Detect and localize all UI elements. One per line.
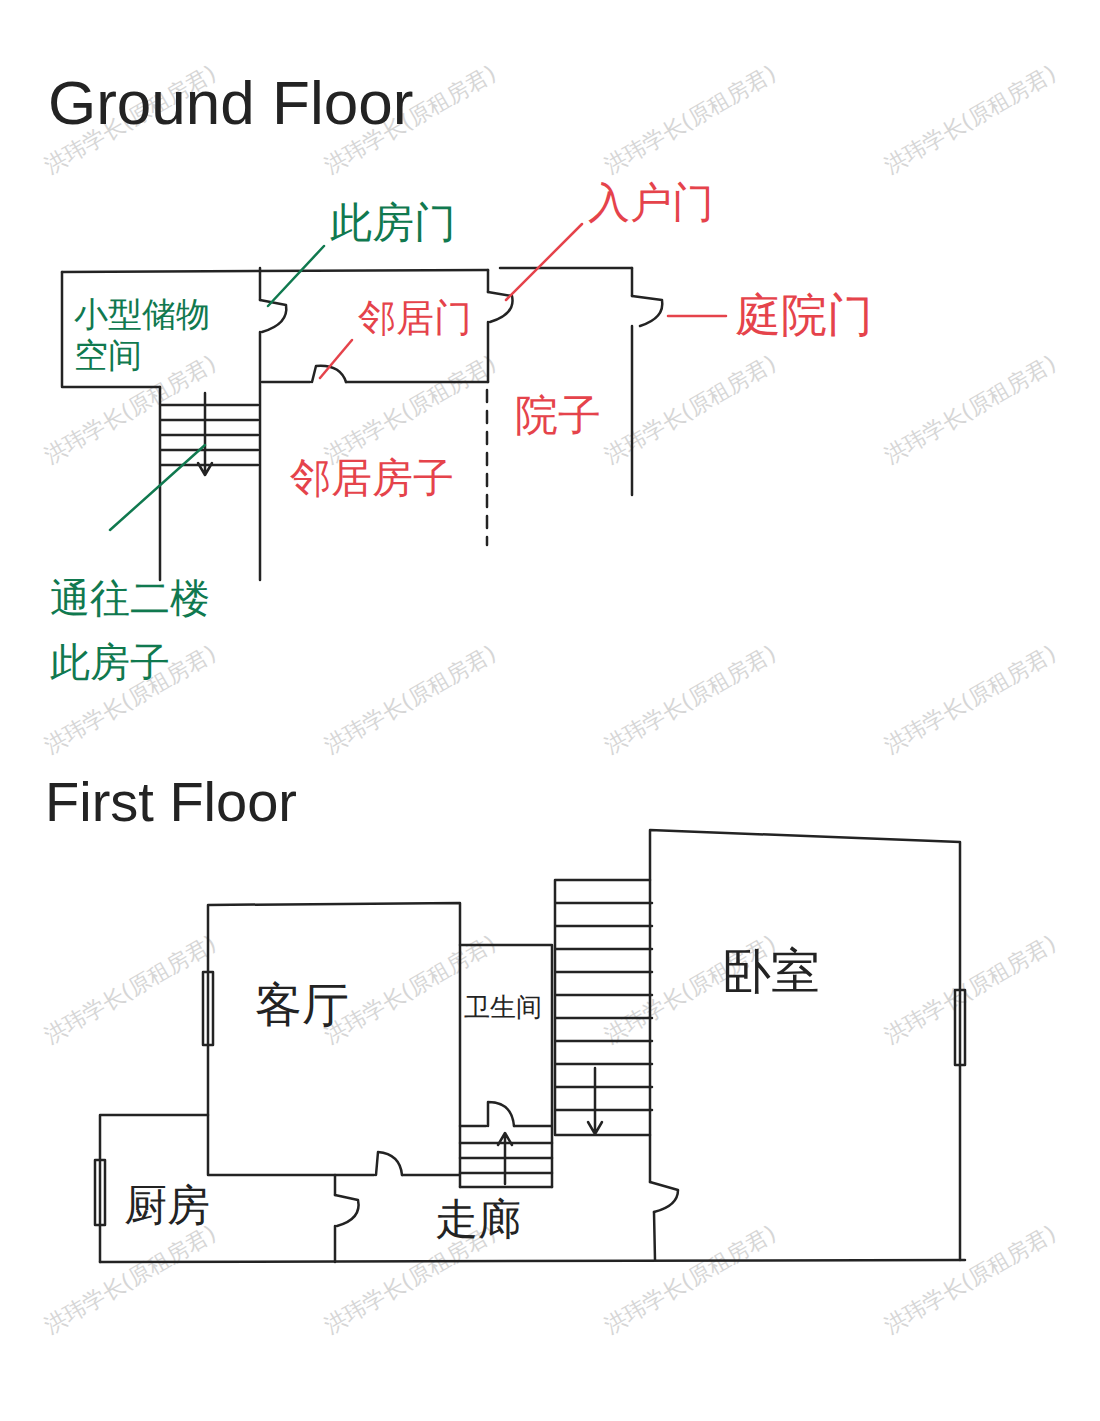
wall <box>487 270 490 382</box>
door-symbol <box>376 1152 402 1175</box>
corridor: 走廊 <box>337 1187 648 1260</box>
kitchen: 厨房 <box>102 1117 333 1260</box>
callout-label: 入户门 <box>588 178 714 228</box>
door-symbol <box>650 1182 678 1212</box>
watermark: 洪玮学长(原租房君) <box>600 350 780 469</box>
window-symbol <box>955 990 965 1065</box>
watermark: 洪玮学长(原租房君) <box>880 640 1060 759</box>
watermark: 洪玮学长(原租房君) <box>40 930 220 1049</box>
room-label: 走廊 <box>435 1193 648 1245</box>
door-symbol <box>335 1195 359 1226</box>
wall <box>100 1260 965 1262</box>
watermark: 洪玮学长(原租房君) <box>880 930 1060 1049</box>
room-label: 院子 <box>515 390 630 441</box>
wall <box>100 1115 335 1262</box>
leader-line <box>110 445 205 530</box>
callout-label: 通往二楼 此房子 <box>50 566 222 694</box>
stair-symbol <box>160 387 258 580</box>
callout-label: 庭院门 <box>735 288 873 343</box>
door-symbol <box>260 300 286 332</box>
neighbor-house-region: 邻居房子 <box>262 384 486 580</box>
room-label: 厨房 <box>124 1179 333 1231</box>
living-room: 客厅 <box>210 905 458 1173</box>
bedroom: 卧室 <box>652 832 958 1258</box>
leader-line <box>320 340 352 378</box>
watermark: 洪玮学长(原租房君) <box>600 1220 780 1339</box>
yard-region: 院子 <box>489 384 630 544</box>
floor-title: Ground Floor <box>48 66 413 140</box>
watermark: 洪玮学长(原租房君) <box>880 60 1060 179</box>
room-label: 卫生间 <box>464 992 550 1023</box>
wall <box>262 381 488 384</box>
wall <box>650 830 960 1260</box>
leader-line <box>506 224 582 300</box>
stair-symbol <box>555 880 652 1135</box>
bathroom: 卫生间 <box>460 947 550 1124</box>
storage-room: 小型储物 空间 <box>62 272 260 387</box>
window-symbol <box>95 1160 105 1225</box>
watermark: 洪玮学长(原租房君) <box>600 60 780 179</box>
callout-label: 邻居门 <box>358 296 472 342</box>
wall <box>62 268 632 272</box>
room-label: 客厅 <box>255 977 458 1034</box>
wall <box>259 268 262 580</box>
watermark: 洪玮学长(原租房君) <box>320 640 500 759</box>
watermark: 洪玮学长(原租房君) <box>600 640 780 759</box>
stair-arrow <box>198 393 212 475</box>
stair-arrow <box>588 1068 602 1134</box>
door-symbol <box>632 296 662 326</box>
watermark: 洪玮学长(原租房君) <box>320 350 500 469</box>
watermark: 洪玮学长(原租房君) <box>880 1220 1060 1339</box>
callout-label: 此房门 <box>330 198 456 248</box>
watermark: 洪玮学长(原租房君) <box>40 1220 220 1339</box>
floor-title: First Floor <box>45 768 297 835</box>
window-symbol <box>203 972 213 1045</box>
boundary-dashed <box>486 390 489 545</box>
watermark: 洪玮学长(原租房君) <box>880 350 1060 469</box>
stair-arrow <box>498 1133 512 1184</box>
wall <box>460 945 552 1187</box>
room-label: 小型储物 空间 <box>74 294 219 376</box>
room-label: 邻居房子 <box>290 454 486 504</box>
wall <box>208 903 460 1187</box>
wall <box>631 268 634 495</box>
room-label: 卧室 <box>722 942 958 1001</box>
door-symbol <box>488 1102 514 1126</box>
leader-line <box>268 246 324 306</box>
leader-line <box>668 315 726 318</box>
